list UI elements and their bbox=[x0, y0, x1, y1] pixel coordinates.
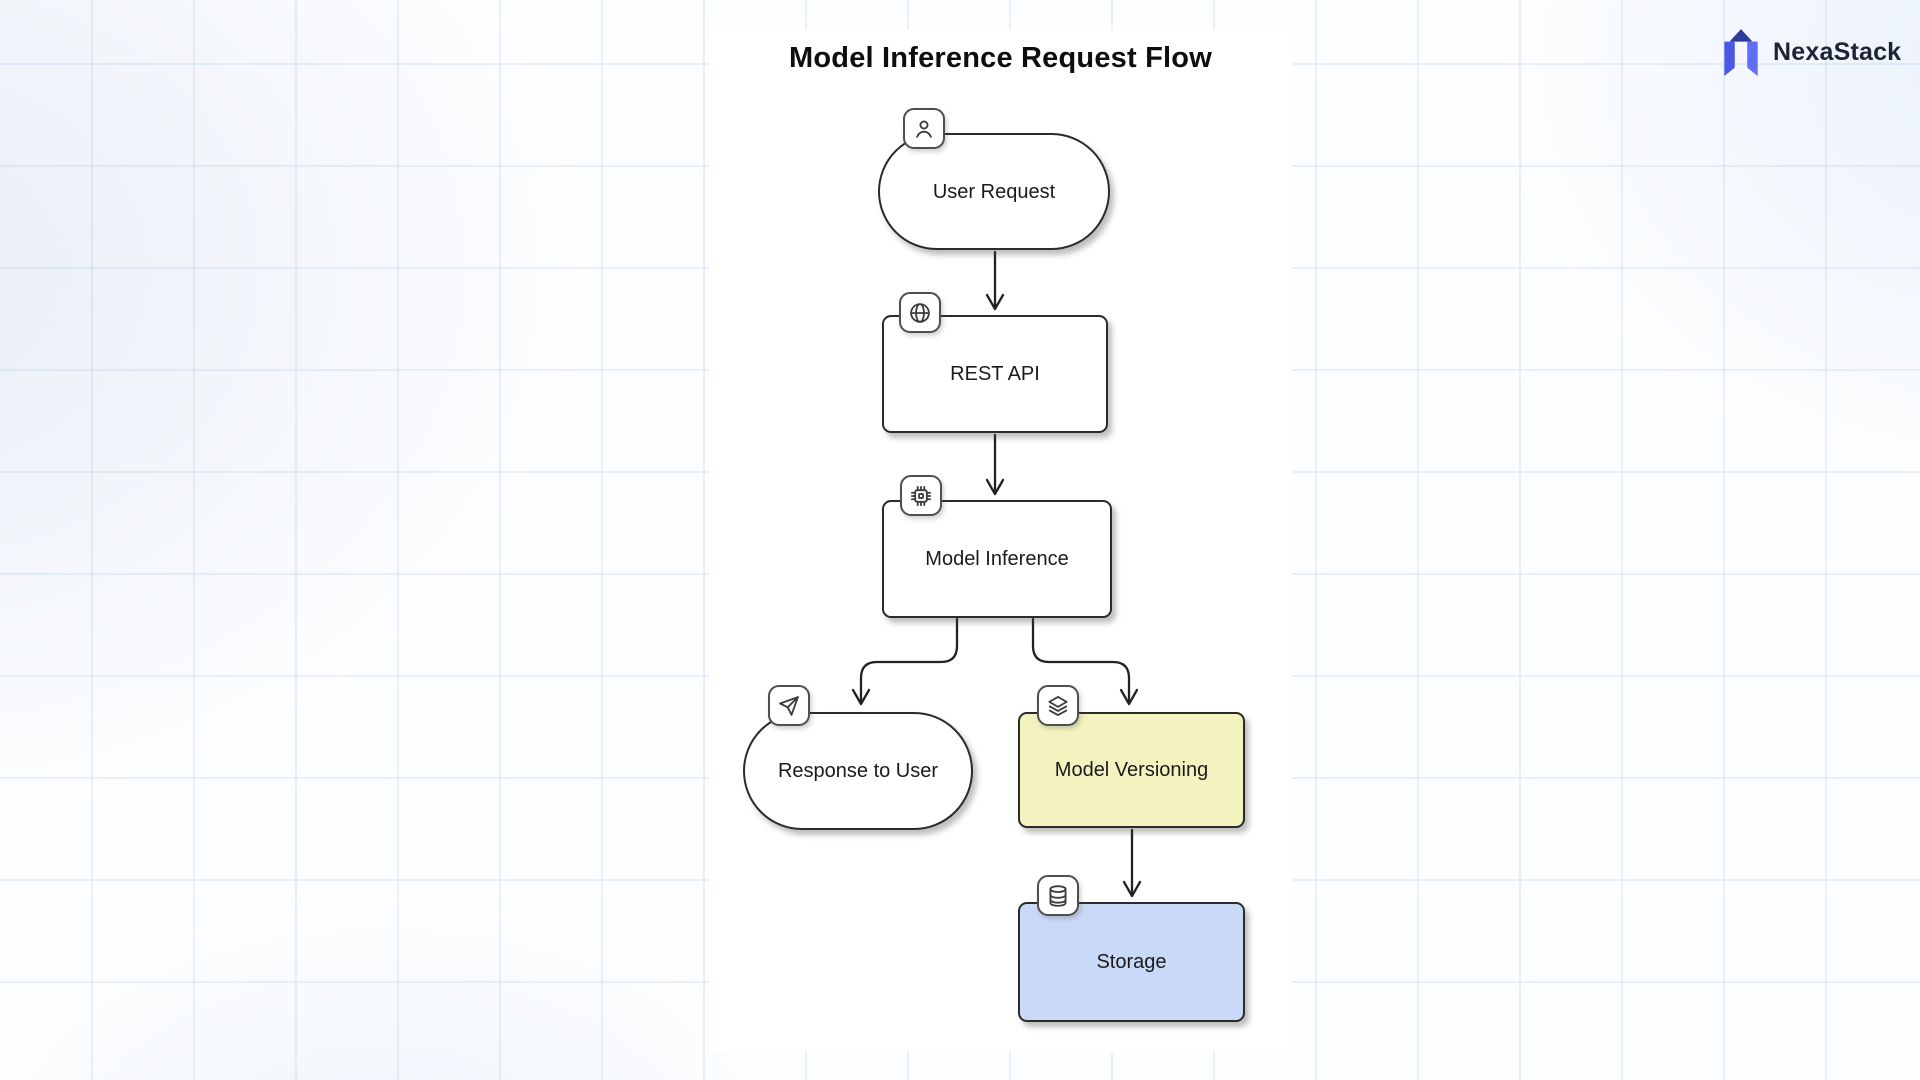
storage-badge bbox=[1037, 875, 1079, 916]
database-icon bbox=[1049, 884, 1067, 907]
node-response-to-user: Response to User bbox=[743, 712, 973, 830]
rest-api-badge bbox=[899, 292, 941, 333]
node-model-inference-label: Model Inference bbox=[925, 548, 1069, 570]
layers-icon bbox=[1048, 695, 1068, 716]
nexastack-mark-icon bbox=[1724, 29, 1758, 76]
node-storage: Storage bbox=[1018, 902, 1245, 1022]
node-response-to-user-label: Response to User bbox=[777, 760, 939, 782]
node-rest-api: REST API bbox=[882, 315, 1108, 433]
brand-name: NexaStack bbox=[1773, 37, 1902, 66]
node-model-versioning: Model Versioning bbox=[1018, 712, 1245, 828]
node-rest-api-label: REST API bbox=[950, 363, 1040, 385]
brand-logo[interactable]: NexaStack bbox=[1720, 26, 1901, 78]
node-storage-label: Storage bbox=[1096, 951, 1167, 973]
diagram-title: Model Inference Request Flow bbox=[789, 42, 1212, 74]
model-inference-badge bbox=[900, 475, 942, 516]
model-versioning-badge bbox=[1037, 685, 1079, 726]
node-model-versioning-label: Model Versioning bbox=[1054, 759, 1209, 781]
globe-icon bbox=[910, 302, 930, 323]
node-model-inference: Model Inference bbox=[882, 500, 1112, 618]
node-user-request-label: User Request bbox=[932, 180, 1056, 203]
send-icon bbox=[779, 695, 799, 716]
response-to-user-badge bbox=[768, 685, 810, 726]
node-user-request: User Request bbox=[878, 133, 1110, 250]
chip-icon bbox=[910, 485, 932, 506]
user-icon bbox=[916, 119, 932, 138]
user-request-badge bbox=[903, 108, 945, 149]
